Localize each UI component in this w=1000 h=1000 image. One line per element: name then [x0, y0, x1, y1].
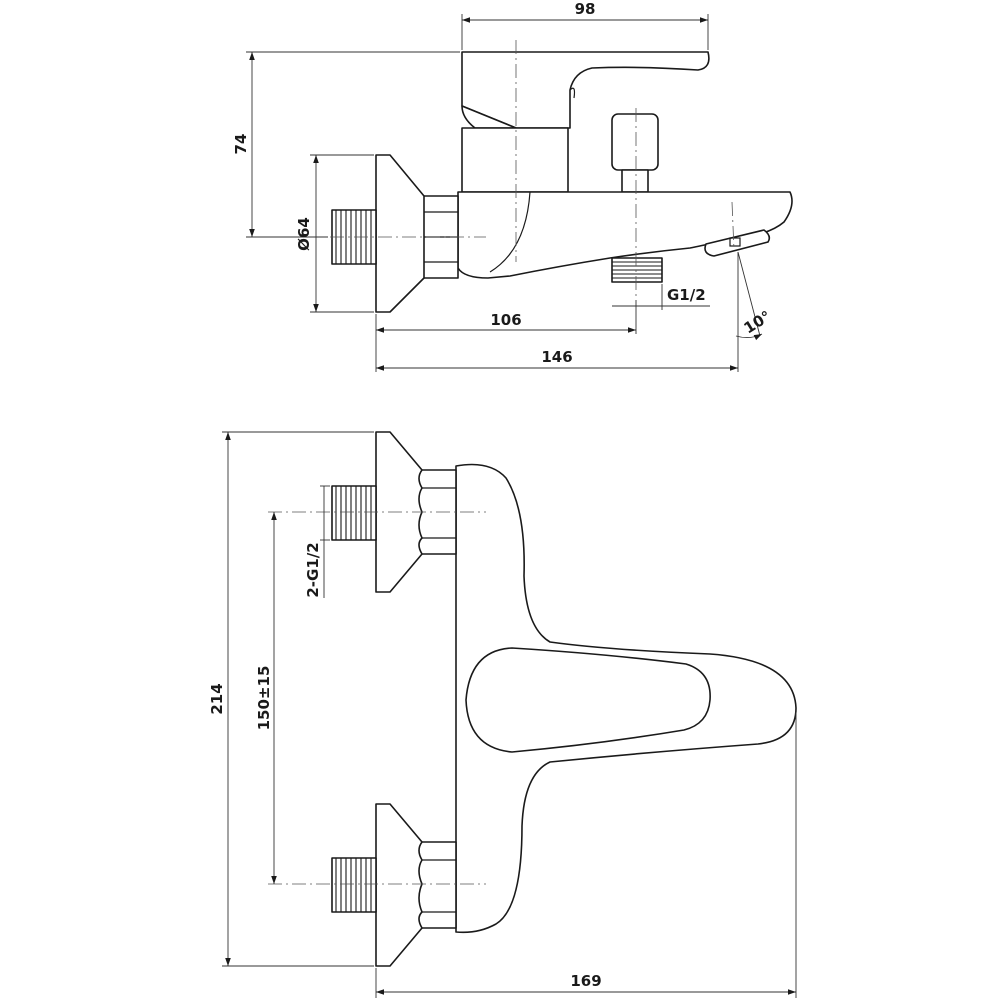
dim-top-width: 98 [575, 0, 596, 18]
top-lever-handle [465, 647, 711, 753]
side-lever-handle [461, 51, 710, 129]
dim-inlet-spacing: 150±15 [255, 666, 273, 731]
diverter-knob [611, 113, 659, 171]
dim-inlet-thread: 2-G1/2 [304, 542, 322, 597]
dim-spout-angle: 10° [741, 307, 775, 337]
cartridge-housing [461, 127, 569, 193]
dim-spout-thread: G1/2 [667, 286, 706, 304]
body-and-spout [457, 191, 793, 279]
spout-aerator [704, 229, 771, 257]
dim-top-height: 74 [232, 134, 250, 155]
dim-spout-offset: 106 [490, 311, 521, 329]
dim-flange-diameter: Ø64 [295, 217, 313, 251]
dim-overall-height: 214 [208, 683, 226, 714]
outlet-thread [611, 257, 663, 283]
top-view: 2-G1/2 150±15 214 169 [208, 431, 797, 998]
dim-overall-depth: 169 [570, 972, 601, 990]
top-lower-connector [331, 803, 457, 967]
dim-overall-length: 146 [541, 348, 572, 366]
side-view: 98 74 Ø64 G1/2 106 146 10° [232, 0, 793, 372]
side-wall-flange [375, 154, 425, 313]
